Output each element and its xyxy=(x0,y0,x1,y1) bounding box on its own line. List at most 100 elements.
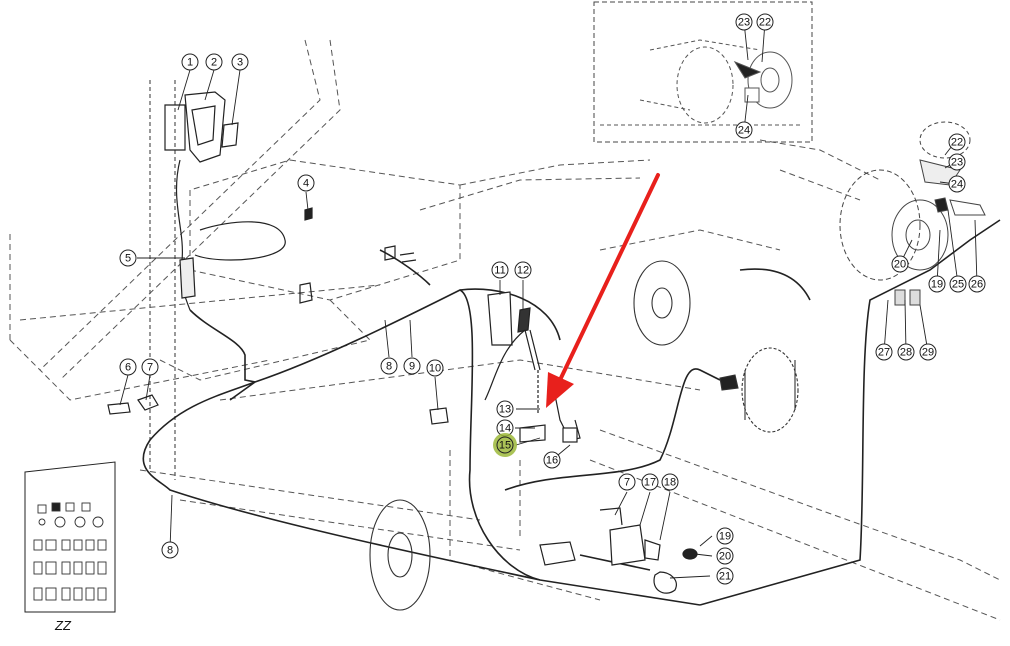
callout-6: 6 xyxy=(119,358,137,376)
callout-number: 23 xyxy=(738,17,750,29)
callout-22: 22 xyxy=(948,133,966,151)
leader-lines xyxy=(119,21,978,579)
callout-number: 10 xyxy=(429,363,441,375)
callout-number: 18 xyxy=(664,477,676,489)
callout-10: 10 xyxy=(426,359,444,377)
callout-number: 25 xyxy=(952,279,964,291)
callout-15: 15 xyxy=(493,433,517,457)
callout-number: 17 xyxy=(644,477,656,489)
callout-number: 19 xyxy=(931,279,943,291)
callout-circle xyxy=(181,53,199,71)
red-pointer-arrow xyxy=(546,173,660,408)
callout-number: 23 xyxy=(951,157,963,169)
gear-disc xyxy=(369,260,799,611)
callout-number: 13 xyxy=(499,404,511,416)
callout-circle xyxy=(380,357,398,375)
callout-circle xyxy=(205,53,223,71)
callout-9: 9 xyxy=(403,357,421,375)
callout-circle xyxy=(496,436,514,454)
callout-5: 5 xyxy=(119,249,137,267)
spring-chain xyxy=(484,291,581,443)
callout-8: 8 xyxy=(161,541,179,559)
callout-circle xyxy=(141,358,159,376)
callout-circle xyxy=(716,547,734,565)
callout-circle xyxy=(756,13,774,31)
callout-circle xyxy=(948,175,966,193)
switch-assembly xyxy=(149,80,313,480)
callout-4: 4 xyxy=(297,174,315,192)
callout-1: 1 xyxy=(181,53,199,71)
callout-circle xyxy=(514,261,532,279)
callout-circle xyxy=(735,121,753,139)
callout-7: 7 xyxy=(618,473,636,491)
callout-circle xyxy=(231,53,249,71)
callout-number: 24 xyxy=(738,125,750,137)
callout-circle xyxy=(161,541,179,559)
callout-number: 22 xyxy=(951,137,963,149)
callout-24: 24 xyxy=(948,175,966,193)
callout-22: 22 xyxy=(756,13,774,31)
callout-number: 20 xyxy=(719,551,731,563)
callout-circle xyxy=(119,249,137,267)
callout-number: 1 xyxy=(187,57,193,69)
callout-circle xyxy=(491,261,509,279)
callout-number: 12 xyxy=(517,265,529,277)
callout-circle xyxy=(716,567,734,585)
callout-number: 20 xyxy=(894,259,906,271)
callout-3: 3 xyxy=(231,53,249,71)
callout-circle xyxy=(426,359,444,377)
callout-12: 12 xyxy=(514,261,532,279)
callout-circle xyxy=(618,473,636,491)
callout-18: 18 xyxy=(661,473,679,491)
callout-13: 13 xyxy=(496,400,514,418)
callout-number: 7 xyxy=(624,477,630,489)
callout-16: 16 xyxy=(543,451,561,469)
callout-circle xyxy=(297,174,315,192)
callout-20: 20 xyxy=(716,547,734,565)
callout-number: 11 xyxy=(494,265,505,277)
callout-28: 28 xyxy=(897,343,915,361)
callout-29: 29 xyxy=(919,343,937,361)
callout-8: 8 xyxy=(380,357,398,375)
callout-number: 15 xyxy=(499,440,511,452)
callout-circle xyxy=(875,343,893,361)
callout-number: 3 xyxy=(237,57,243,69)
callout-number: 29 xyxy=(922,347,934,359)
callout-14: 14 xyxy=(496,419,514,437)
inset-sketch xyxy=(600,39,800,126)
callout-circle xyxy=(661,473,679,491)
callout-circle xyxy=(735,13,753,31)
callout-number: 6 xyxy=(125,362,131,374)
callout-20: 20 xyxy=(891,255,909,273)
callout-number: 8 xyxy=(386,361,392,373)
callout-number: 21 xyxy=(719,571,731,583)
callout-number: 8 xyxy=(167,545,173,557)
callout-number: 26 xyxy=(971,279,983,291)
callout-circle xyxy=(897,343,915,361)
callout-number: 19 xyxy=(719,531,731,543)
machine-outline xyxy=(9,39,1001,621)
callout-number: 9 xyxy=(409,361,415,373)
callout-23: 23 xyxy=(948,153,966,171)
callout-circle xyxy=(968,275,986,293)
callout-7: 7 xyxy=(141,358,159,376)
callout-27: 27 xyxy=(875,343,893,361)
callout-11: 11 xyxy=(491,261,509,279)
right-assembly xyxy=(839,121,986,306)
bottom-brackets xyxy=(539,507,698,594)
callout-23: 23 xyxy=(735,13,753,31)
callout-2: 2 xyxy=(205,53,223,71)
callout-number: 24 xyxy=(951,179,963,191)
callout-number: 27 xyxy=(878,347,890,359)
callout-circle xyxy=(949,275,967,293)
callout-circle xyxy=(543,451,561,469)
callout-circle xyxy=(928,275,946,293)
callout-number: 5 xyxy=(125,253,131,265)
callout-26: 26 xyxy=(968,275,986,293)
callout-19: 19 xyxy=(716,527,734,545)
callout-circle xyxy=(119,358,137,376)
callout-circle xyxy=(919,343,937,361)
